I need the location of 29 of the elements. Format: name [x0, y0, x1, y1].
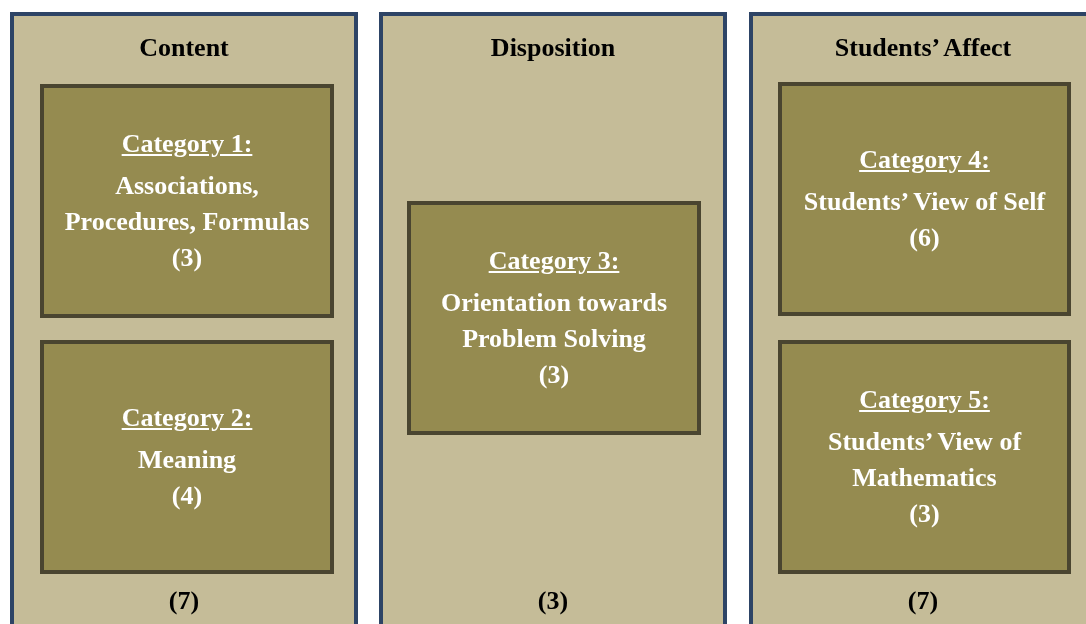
category-description: Students’ View of Self [803, 186, 1046, 218]
category-box [778, 340, 1071, 574]
column-panel [10, 12, 358, 624]
column-title: Students’ Affect [833, 32, 1013, 64]
category-count: (3) [909, 498, 940, 530]
category-count: (3) [171, 242, 203, 274]
column-panel [379, 12, 727, 624]
category-heading: Category 4: [859, 144, 990, 176]
column-count: (7) [906, 585, 940, 617]
category-box [40, 340, 334, 574]
category-description: Orientation towards Problem Solving [439, 287, 668, 355]
category-box [778, 82, 1071, 316]
category-description: Students’ View of Mathematics [826, 426, 1023, 494]
column-panel [749, 12, 1086, 624]
category-description: Meaning [137, 444, 237, 476]
category-count: (6) [909, 222, 940, 254]
category-count: (4) [171, 480, 203, 512]
category-heading: Category 3: [488, 245, 620, 277]
category-heading: Category 2: [121, 402, 253, 434]
column-title: Content [138, 32, 230, 64]
column-count: (3) [536, 585, 570, 617]
category-box [407, 201, 701, 435]
category-description: Associations, Procedures, Formulas [63, 170, 311, 238]
category-box [40, 84, 334, 318]
category-heading: Category 1: [121, 128, 253, 160]
column-title: Disposition [489, 32, 617, 64]
category-count: (3) [538, 359, 570, 391]
column-count: (7) [167, 585, 201, 617]
category-heading: Category 5: [859, 384, 990, 416]
